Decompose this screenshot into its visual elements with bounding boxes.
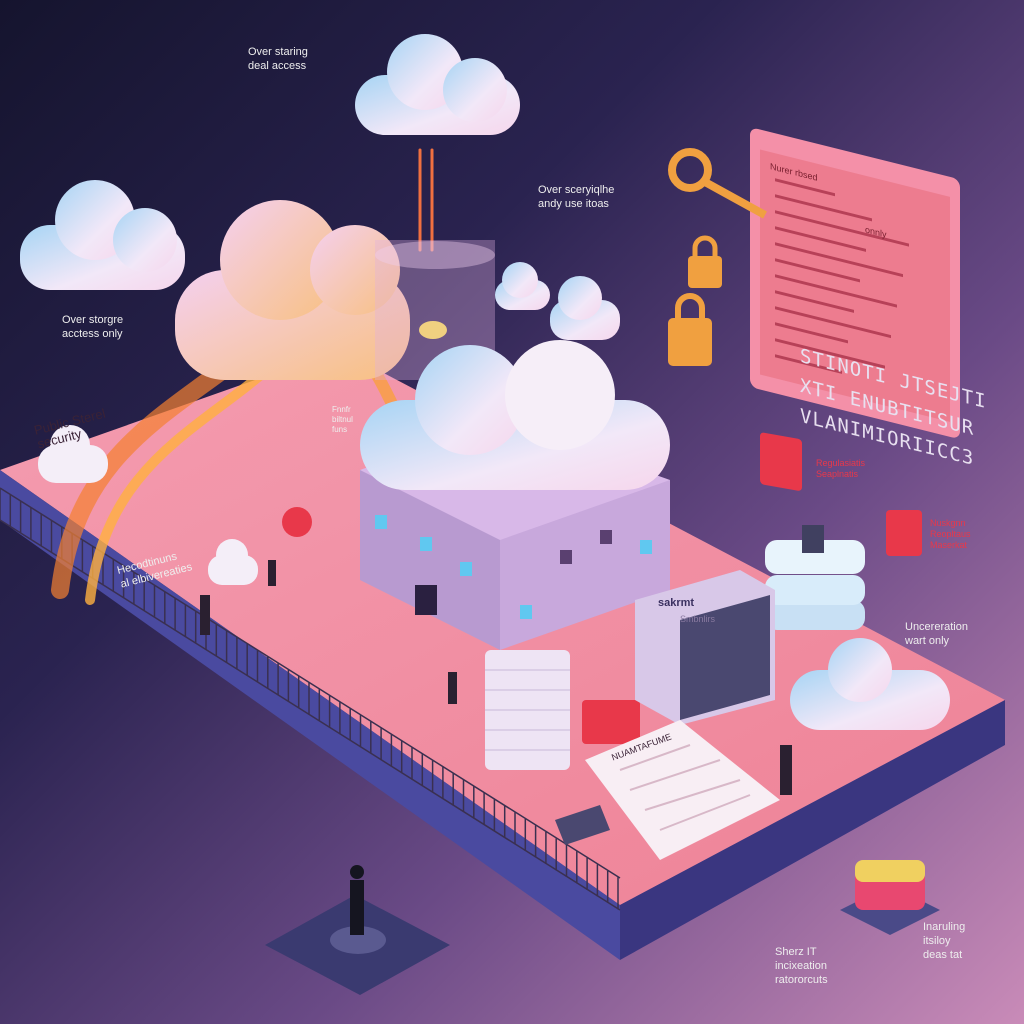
server-icon (765, 525, 865, 630)
person-icon (200, 560, 792, 795)
lock-icon (668, 293, 712, 366)
label-center-top: Over sceryiqlhe andy use itoas (538, 184, 615, 210)
label-server-panel-sub: Smbnlirs (680, 614, 716, 624)
cloud-icon (355, 34, 520, 135)
cloud-building (360, 340, 670, 650)
label-alert-right: Nuskgnn Reopltaus Maserkat (930, 518, 971, 550)
dashboard-screen (750, 128, 960, 438)
document-icon (585, 720, 780, 860)
pedestal (840, 860, 940, 935)
label-bottom-right: Inaruling itsiloy deas tat (923, 921, 966, 961)
label-bottom-left: Sherz IT incixeation ratororcuts (775, 946, 828, 986)
label-top-cloud: Over staring deal access (248, 46, 308, 72)
server-panel (635, 570, 775, 725)
lock-icon (688, 235, 722, 288)
cloud-icon (38, 425, 258, 585)
label-right-cloud: Uncereration wart only (905, 621, 968, 647)
cloud-icon (175, 200, 410, 380)
server-icon (485, 650, 570, 770)
person-icon (350, 880, 364, 935)
key-icon (668, 148, 767, 219)
pedestal (265, 865, 450, 995)
label-alert-left: Regulasiatis Seaplnatis (816, 458, 866, 479)
label-server-panel: sakrmt (658, 597, 695, 609)
cloud-icon (495, 262, 620, 340)
label-wall-small: Fnnfr biltnul funs (332, 405, 353, 434)
label-left-cloud: Over storgre acctess only (62, 314, 124, 340)
cloud-icon (790, 638, 950, 730)
laptop-icon (555, 805, 610, 845)
alert-icon (282, 432, 922, 744)
cloud-icon (20, 180, 185, 290)
